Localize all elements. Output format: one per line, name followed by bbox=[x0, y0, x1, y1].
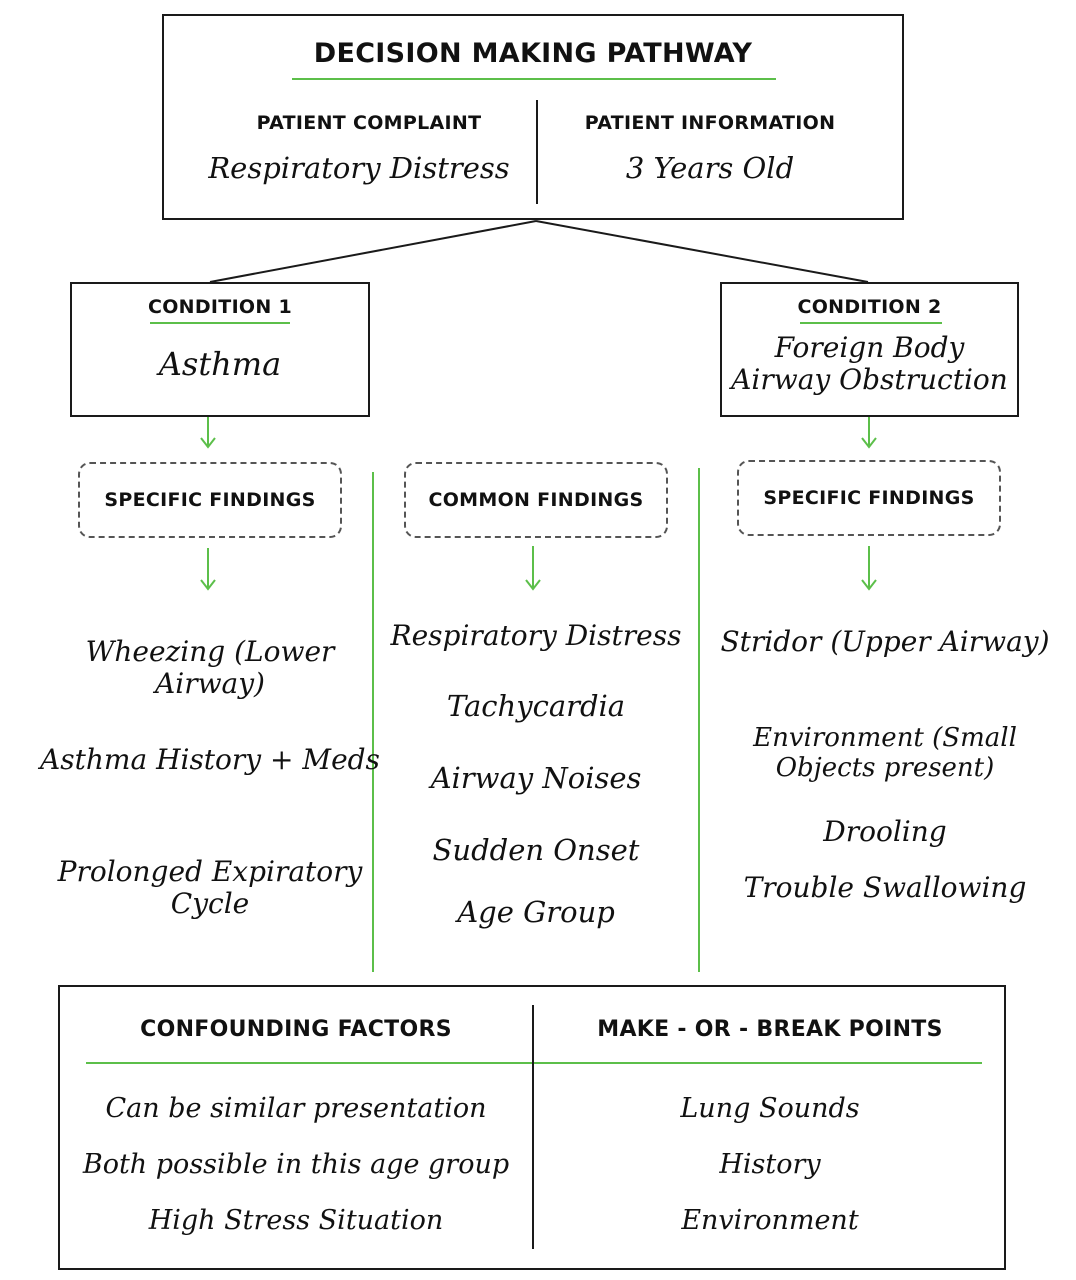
left-finding-line: Cycle bbox=[170, 887, 250, 921]
common-finding-item: Age Group bbox=[457, 895, 615, 929]
make-or-break-item: History bbox=[719, 1149, 821, 1180]
confounding-item: High Stress Situation bbox=[148, 1205, 444, 1236]
arrow-left-findings-to-items bbox=[200, 548, 216, 591]
left-finding-item: Asthma History + Meds bbox=[40, 743, 380, 776]
connector-to-condition-1 bbox=[209, 220, 537, 283]
left-column-divider bbox=[372, 472, 374, 972]
confounding-item: Can be similar presentation bbox=[105, 1093, 487, 1124]
right-finding-line: Drooling bbox=[823, 815, 947, 848]
condition-1-underline bbox=[150, 322, 290, 324]
condition-2-value-line-1: Foreign Body bbox=[774, 331, 965, 364]
patient-complaint-value: Respiratory Distress bbox=[208, 151, 510, 185]
condition-2-label: CONDITION 2 bbox=[797, 296, 942, 318]
left-finding-item: Prolonged Expiratory Cycle bbox=[40, 855, 380, 921]
patient-complaint-label: PATIENT COMPLAINT bbox=[256, 112, 482, 134]
common-finding-item: Respiratory Distress bbox=[390, 619, 682, 652]
condition-1-box: CONDITION 1 Asthma bbox=[70, 282, 370, 417]
make-or-break-item: Environment bbox=[681, 1205, 859, 1236]
left-finding-line: (Lower Airway) bbox=[155, 635, 335, 701]
common-findings-label: COMMON FINDINGS bbox=[428, 489, 644, 511]
confounding-item: Both possible in this age group bbox=[82, 1149, 510, 1180]
common-finding-item: Sudden Onset bbox=[432, 833, 640, 867]
right-specific-findings-box: SPECIFIC FINDINGS bbox=[737, 460, 1001, 536]
make-or-break-item: Lung Sounds bbox=[680, 1093, 860, 1124]
page-title: DECISION MAKING PATHWAY bbox=[313, 38, 753, 69]
summary-divider bbox=[532, 1005, 534, 1249]
left-finding-item: Wheezing (Lower Airway) bbox=[40, 635, 380, 701]
common-finding-item: Airway Noises bbox=[430, 761, 642, 795]
summary-box: CONFOUNDING FACTORS MAKE - OR - BREAK PO… bbox=[58, 985, 1006, 1270]
title-underline bbox=[292, 78, 776, 80]
left-finding-line: Prolonged Expiratory bbox=[57, 855, 363, 888]
right-column-divider bbox=[698, 468, 700, 972]
condition-2-value-line-2: Airway Obstruction bbox=[731, 363, 1008, 396]
right-finding-line: (Upper Airway) bbox=[830, 625, 1050, 658]
right-finding-item: Drooling bbox=[702, 815, 1068, 848]
right-finding-line: Environment bbox=[753, 723, 924, 753]
left-finding-line: Wheezing bbox=[85, 635, 226, 668]
right-finding-item: Trouble Swallowing bbox=[702, 871, 1068, 904]
common-findings-box: COMMON FINDINGS bbox=[404, 462, 668, 538]
condition-2-underline bbox=[800, 322, 942, 324]
summary-underline bbox=[86, 1062, 982, 1064]
right-finding-line: (Small Objects present) bbox=[775, 723, 1017, 783]
arrow-right-findings-to-items bbox=[861, 546, 877, 591]
condition-2-box: CONDITION 2 Foreign Body Airway Obstruct… bbox=[720, 282, 1019, 417]
pathway-header-box: DECISION MAKING PATHWAY PATIENT COMPLAIN… bbox=[162, 14, 904, 220]
left-specific-findings-box: SPECIFIC FINDINGS bbox=[78, 462, 342, 538]
left-finding-line: Asthma History bbox=[40, 743, 262, 776]
make-or-break-label: MAKE - OR - BREAK POINTS bbox=[597, 1017, 943, 1042]
patient-information-label: PATIENT INFORMATION bbox=[584, 112, 836, 134]
confounding-factors-label: CONFOUNDING FACTORS bbox=[140, 1017, 452, 1042]
right-finding-item: Stridor (Upper Airway) bbox=[702, 625, 1068, 658]
connector-to-condition-2 bbox=[535, 220, 869, 283]
right-finding-line: Trouble Swallowing bbox=[743, 871, 1027, 904]
right-specific-findings-label: SPECIFIC FINDINGS bbox=[763, 487, 975, 509]
right-finding-line: Stridor bbox=[720, 625, 822, 658]
left-finding-line: + Meds bbox=[270, 743, 380, 776]
header-divider bbox=[536, 100, 538, 204]
arrow-common-findings-to-items bbox=[525, 546, 541, 591]
left-specific-findings-label: SPECIFIC FINDINGS bbox=[104, 489, 316, 511]
condition-1-label: CONDITION 1 bbox=[147, 296, 293, 318]
right-finding-item: Environment (Small Objects present) bbox=[702, 723, 1068, 784]
condition-1-value: Asthma bbox=[158, 345, 282, 383]
patient-information-value: 3 Years Old bbox=[625, 151, 795, 185]
common-finding-item: Tachycardia bbox=[446, 689, 626, 723]
